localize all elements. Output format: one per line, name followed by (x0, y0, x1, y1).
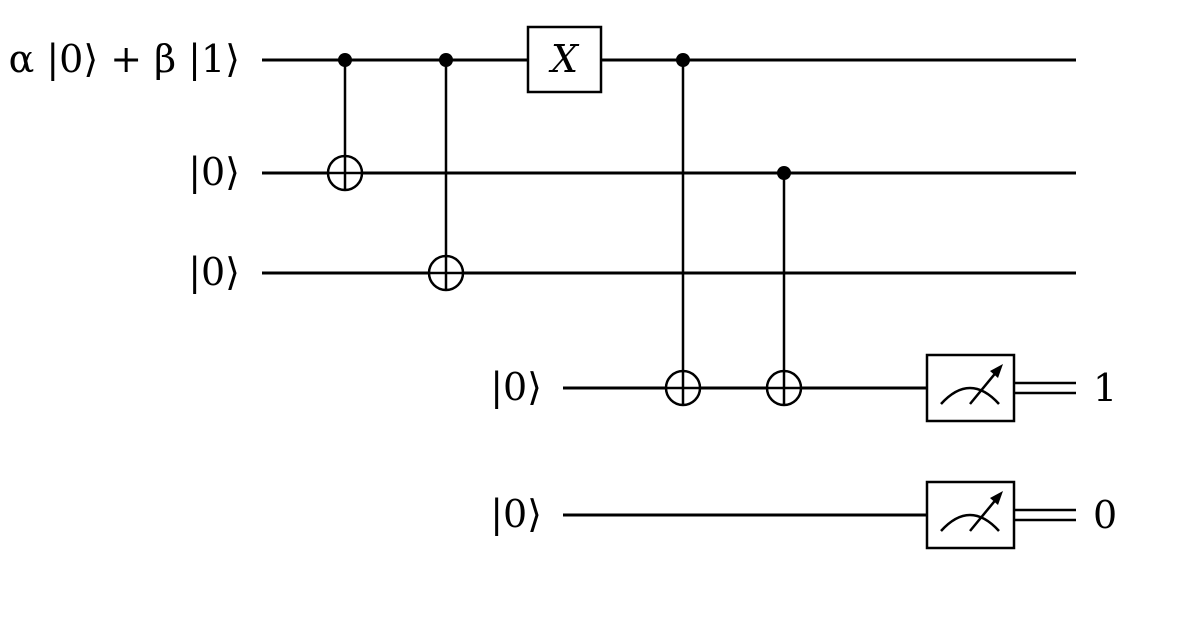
cnot-target (765, 369, 803, 407)
qubit-labels: α |0⟩ + β |1⟩ |0⟩ |0⟩ |0⟩ |0⟩ (9, 37, 542, 536)
meter-arrowhead-icon (990, 491, 1003, 505)
qubit-label-4: |0⟩ (490, 492, 542, 536)
x-gate: X (526, 25, 603, 94)
measurement-q4: 0 (925, 480, 1117, 550)
control-dot (338, 53, 352, 67)
qubit-wires (262, 58, 1076, 517)
control-dot (676, 53, 690, 67)
qubit-label-3: |0⟩ (490, 365, 542, 409)
meter-needle-icon (969, 496, 999, 532)
qubit-label-2: |0⟩ (188, 250, 240, 294)
cnot-target (326, 154, 364, 192)
measurement-q3: 1 (925, 353, 1117, 423)
measurement-result-1: 1 (1093, 366, 1117, 410)
cnot-target (427, 254, 465, 292)
cnot-gate-q0-q3 (664, 53, 702, 407)
x-gate-label: X (548, 37, 580, 81)
control-dot (777, 166, 791, 180)
qubit-label-1: |0⟩ (188, 150, 240, 194)
cnot-gate-q0-q1 (326, 53, 364, 192)
meter-arc-icon (940, 386, 1000, 405)
cnot-gate-q1-q3 (765, 166, 803, 407)
measurement-result-0: 0 (1093, 493, 1117, 537)
control-dot (439, 53, 453, 67)
x-gate-box (526, 25, 603, 94)
meter-arc-icon (940, 513, 1000, 532)
qubit-label-0: α |0⟩ + β |1⟩ (9, 37, 240, 81)
meter-needle-icon (969, 369, 999, 405)
cnot-gate-q0-q2 (427, 53, 465, 292)
cnot-target (664, 369, 702, 407)
meter-arrowhead-icon (990, 364, 1003, 378)
